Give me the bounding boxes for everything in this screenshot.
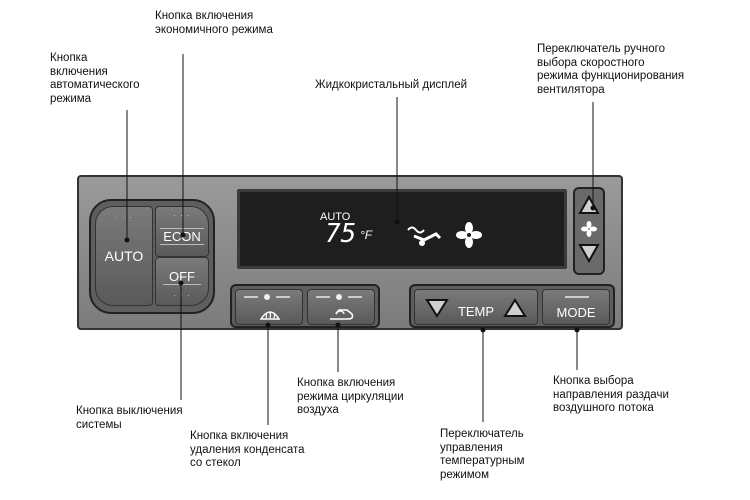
- fan-down-arrow[interactable]: [578, 243, 600, 263]
- climate-control-panel: · · · AUTO · · · ECON OFF · · · AUTO 75 …: [77, 175, 623, 330]
- label-econ-button: Кнопка включения экономичного режима: [155, 10, 273, 36]
- auto-indicator: · · ·: [115, 213, 133, 222]
- recirculation-button[interactable]: [307, 289, 375, 325]
- defrost-button[interactable]: [235, 289, 303, 325]
- fan-icon: [581, 221, 597, 237]
- temp-label: TEMP: [457, 303, 495, 319]
- display-auto-text: AUTO: [320, 211, 351, 223]
- label-fan-switch: Переключатель ручного выбора скоростного…: [537, 43, 685, 96]
- auto-button-label: AUTO: [104, 248, 144, 264]
- label-auto-button: Кнопка включения автоматического режима: [50, 52, 140, 105]
- defrost-icon: [259, 311, 281, 320]
- airflow-icon: [407, 226, 442, 246]
- label-mode-button: Кнопка выбора направления раздачи воздуш…: [553, 375, 669, 414]
- temp-up-arrow[interactable]: [503, 298, 527, 318]
- econ-indicator: · · ·: [173, 211, 191, 220]
- lcd-display: AUTO 75 °F: [237, 189, 567, 269]
- mode-label: MODE: [556, 304, 596, 320]
- display-temperature: 75: [325, 219, 357, 249]
- temp-down-arrow[interactable]: [425, 298, 449, 318]
- mode-button[interactable]: MODE: [542, 289, 610, 325]
- label-defrost-button: Кнопка включения удаления конденсата со …: [190, 430, 305, 469]
- temp-control-switch[interactable]: TEMP: [414, 289, 538, 325]
- label-temp-switch: Переключатель управления температурным р…: [440, 428, 525, 481]
- auto-button[interactable]: · · · AUTO: [95, 206, 153, 306]
- label-off-button: Кнопка выключения системы: [76, 405, 183, 431]
- label-lcd-display: Жидкокристальный дисплей: [315, 79, 468, 91]
- display-unit: °F: [360, 228, 373, 242]
- label-recirc-button: Кнопка включения режима циркуляции возду…: [297, 377, 404, 416]
- fan-display-icon: [456, 222, 482, 248]
- recirculation-icon: [330, 309, 354, 320]
